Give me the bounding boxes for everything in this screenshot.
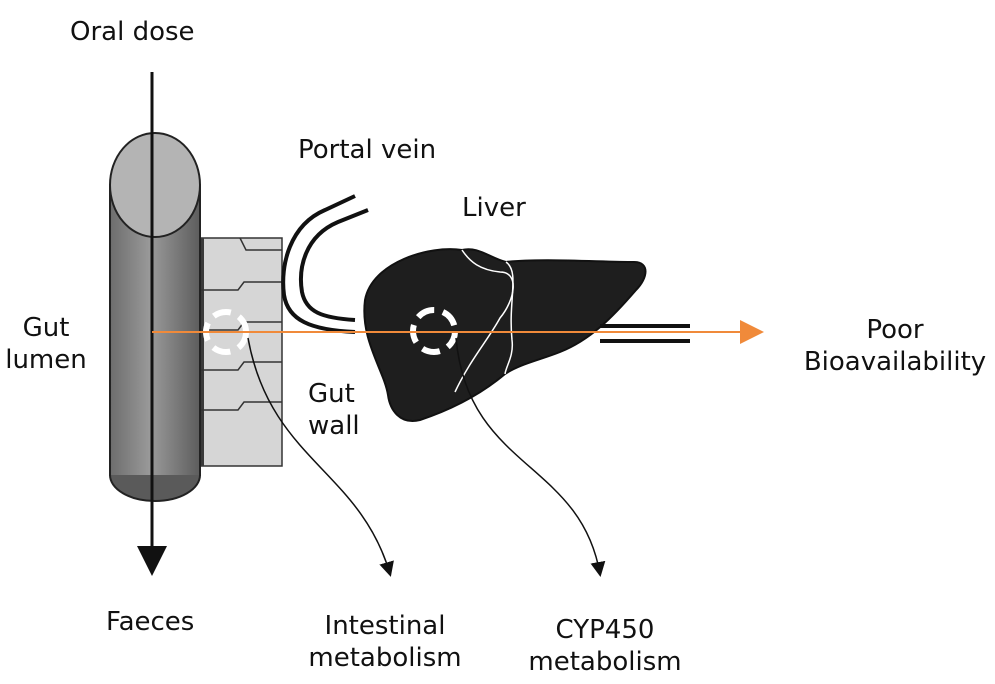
gut-wall-line-1: Gut [308,378,360,410]
oral-dose-label: Oral dose [70,16,195,48]
intestinal-line-2: metabolism [300,642,470,674]
faeces-label: Faeces [106,606,194,638]
poor-line-2: Bioavailability [795,346,995,378]
poor-bioavailability-label: Poor Bioavailability [795,314,995,378]
portal-vein [283,196,368,332]
hepatic-vein [600,326,690,341]
cyp450-metabolism-label: CYP450 metabolism [520,614,690,678]
cyp450-line-1: CYP450 [520,614,690,646]
liver-shape [364,249,645,421]
gut-lumen-label: Gut lumen [0,312,92,376]
gut-lumen-line-2: lumen [0,344,92,376]
intestinal-metabolism-label: Intestinal metabolism [300,610,470,674]
gut-wall-label: Gut wall [308,378,360,442]
portal-vein-label: Portal vein [298,134,436,166]
gut-wall-block [190,238,282,466]
gut-lumen-line-1: Gut [0,312,92,344]
liver-label: Liver [462,192,526,224]
cyp450-line-2: metabolism [520,646,690,678]
gut-wall-line-2: wall [308,410,360,442]
gut-lumen-tube [110,133,200,501]
intestinal-line-1: Intestinal [300,610,470,642]
poor-line-1: Poor [795,314,995,346]
